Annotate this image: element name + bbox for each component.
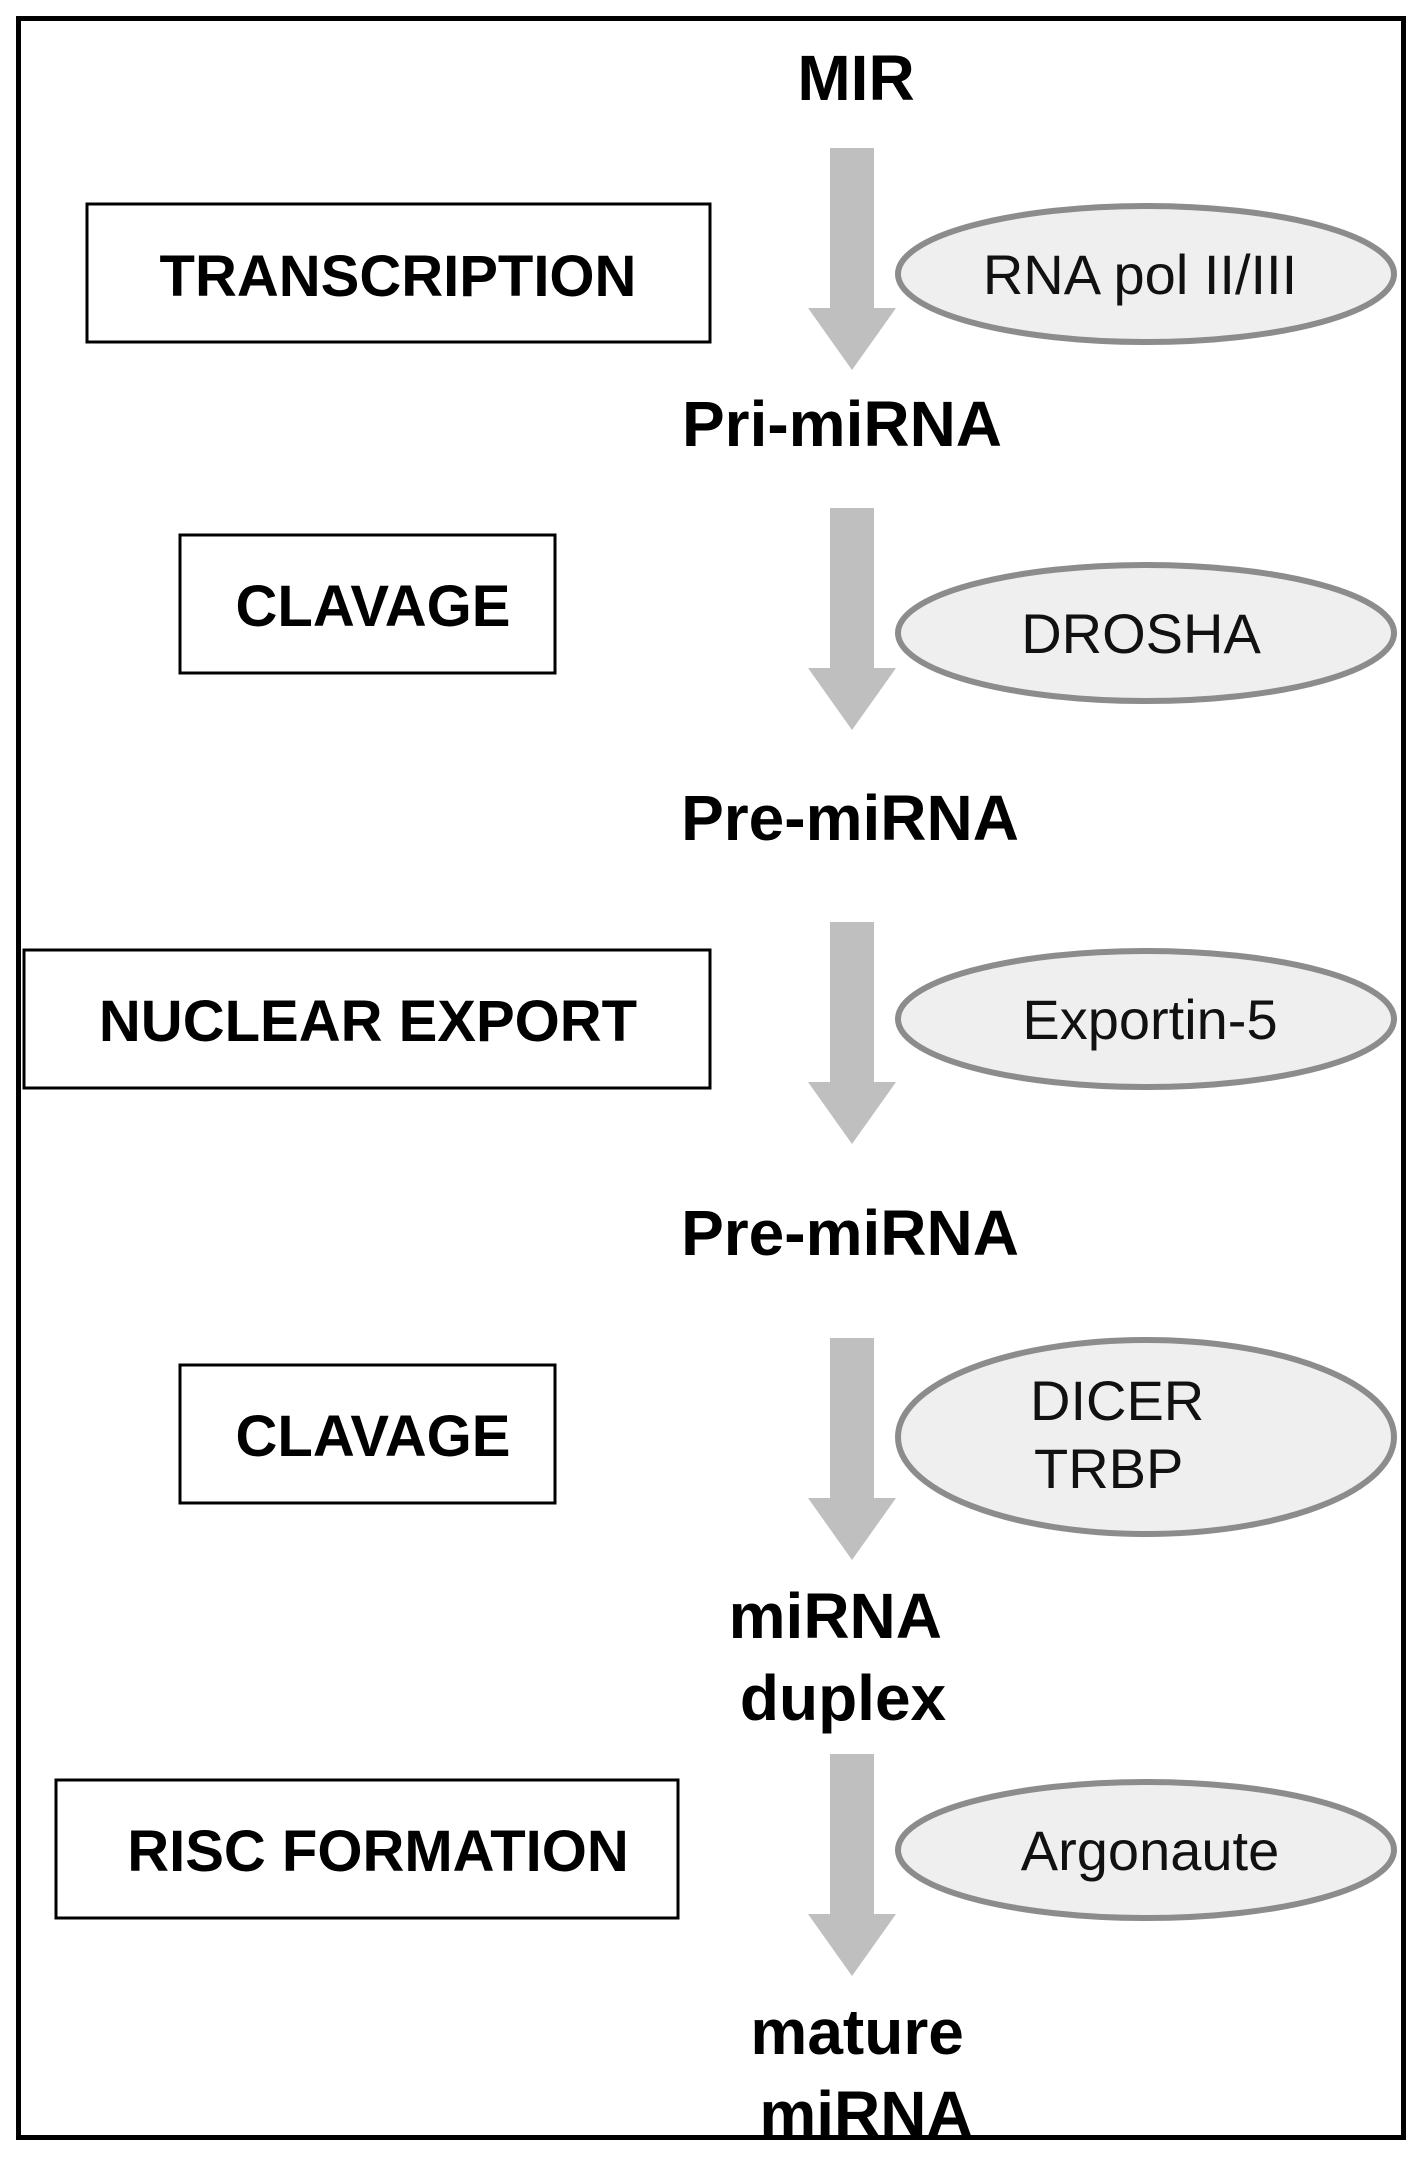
enzyme-dicer: DICER bbox=[1030, 1369, 1204, 1432]
enzyme-dicer-trbp: DICER TRBP bbox=[1030, 1369, 1220, 1500]
stage-pri-mirna: Pri-miRNA bbox=[682, 388, 1002, 460]
stage-mirna-duplex: miRNA duplex bbox=[729, 1580, 958, 1734]
enzyme-rna-pol: RNA pol II/III bbox=[983, 243, 1297, 306]
stage-mature-mirna-line-2: miRNA bbox=[759, 2078, 972, 2150]
stage-mirna-duplex-line-1: miRNA bbox=[729, 1580, 941, 1652]
enzyme-exportin: Exportin-5 bbox=[1022, 988, 1277, 1051]
stage-pre-mirna-1: Pre-miRNA bbox=[681, 782, 1019, 854]
stage-mature-mirna: mature miRNA bbox=[750, 1996, 981, 2150]
step-box-cleavage-1 bbox=[178, 533, 557, 675]
arrow-cleavage-drosha bbox=[808, 508, 896, 730]
stage-mature-mirna-line-1: mature bbox=[750, 1996, 963, 2068]
step-risc-formation: RISC FORMATION bbox=[127, 1819, 629, 1884]
stage-mirna-duplex-line-2: duplex bbox=[740, 1662, 947, 1734]
enzyme-ellipse-drosha bbox=[895, 562, 1397, 704]
enzyme-trbp: TRBP bbox=[1034, 1437, 1183, 1500]
enzyme-ellipse-dicer-trbp bbox=[895, 1337, 1397, 1537]
stage-mir: MIR bbox=[797, 42, 914, 114]
step-box-cleavage-2 bbox=[178, 1363, 557, 1505]
step-nuclear-export: NUCLEAR EXPORT bbox=[99, 989, 637, 1054]
step-box-nuclear-export bbox=[22, 948, 712, 1090]
arrow-risc-formation bbox=[808, 1754, 896, 1976]
enzyme-ellipse-rna-pol bbox=[895, 203, 1397, 345]
step-box-risc-formation bbox=[54, 1778, 680, 1920]
step-box-transcription bbox=[85, 202, 712, 344]
step-cleavage-1: CLAVAGE bbox=[236, 574, 511, 639]
arrow-cleavage-dicer bbox=[808, 1338, 896, 1560]
step-transcription: TRANSCRIPTION bbox=[160, 244, 637, 309]
arrow-transcription bbox=[808, 148, 896, 370]
arrow-nuclear-export bbox=[808, 922, 896, 1144]
enzyme-argonaute: Argonaute bbox=[1021, 1819, 1279, 1882]
step-cleavage-2: CLAVAGE bbox=[236, 1404, 511, 1469]
enzyme-drosha: DROSHA bbox=[1021, 602, 1261, 665]
enzyme-ellipse-argonaute bbox=[895, 1779, 1397, 1921]
stage-pre-mirna-2: Pre-miRNA bbox=[681, 1197, 1019, 1269]
enzyme-ellipse-exportin bbox=[895, 948, 1397, 1090]
